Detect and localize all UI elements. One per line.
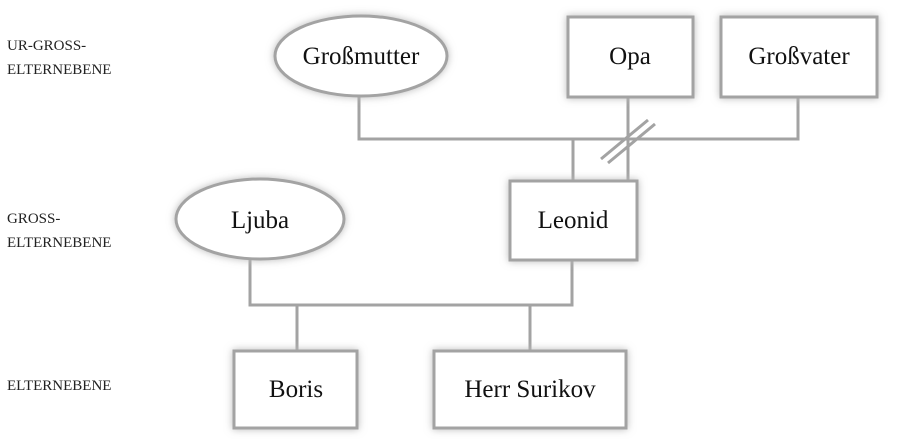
level-label-grandparents-1: GROSS- bbox=[7, 211, 60, 227]
male-box bbox=[508, 179, 639, 262]
male-box bbox=[432, 349, 628, 430]
level-label-grandparents-2: ELTERNEBENE bbox=[7, 235, 111, 251]
name-leonid: Leonid bbox=[538, 207, 609, 234]
level-label-great-grandparents-1: UR-GROSS- bbox=[7, 38, 86, 54]
connector-lines bbox=[248, 95, 800, 351]
female-ellipse bbox=[273, 14, 449, 98]
male-box bbox=[232, 349, 359, 430]
name-ljuba: Ljuba bbox=[231, 207, 289, 234]
node-grossmutter: Großmutter bbox=[273, 14, 449, 98]
name-boris: Boris bbox=[269, 376, 323, 403]
level-label-great-grandparents-2: ELTERNEBENE bbox=[7, 62, 111, 78]
male-box bbox=[719, 15, 879, 99]
node-grossvater: Großvater bbox=[719, 15, 879, 99]
name-grossmutter: Großmutter bbox=[303, 43, 420, 70]
node-ljuba: Ljuba bbox=[174, 177, 346, 261]
node-herr-surikov: Herr Surikov bbox=[432, 349, 628, 430]
name-grossvater: Großvater bbox=[748, 43, 850, 70]
divorce-mark-2 bbox=[607, 122, 656, 165]
divorce-mark-1 bbox=[600, 118, 649, 161]
level-label-parents: ELTERNEBENE bbox=[7, 378, 111, 394]
name-herr-surikov: Herr Surikov bbox=[464, 376, 596, 403]
line-grandparent-union bbox=[248, 258, 574, 307]
node-opa: Opa bbox=[566, 15, 695, 99]
name-opa: Opa bbox=[609, 43, 651, 70]
male-box bbox=[566, 15, 695, 99]
female-ellipse bbox=[174, 177, 346, 261]
line-top-union bbox=[357, 95, 800, 141]
node-leonid: Leonid bbox=[508, 179, 639, 262]
node-boris: Boris bbox=[232, 349, 359, 430]
